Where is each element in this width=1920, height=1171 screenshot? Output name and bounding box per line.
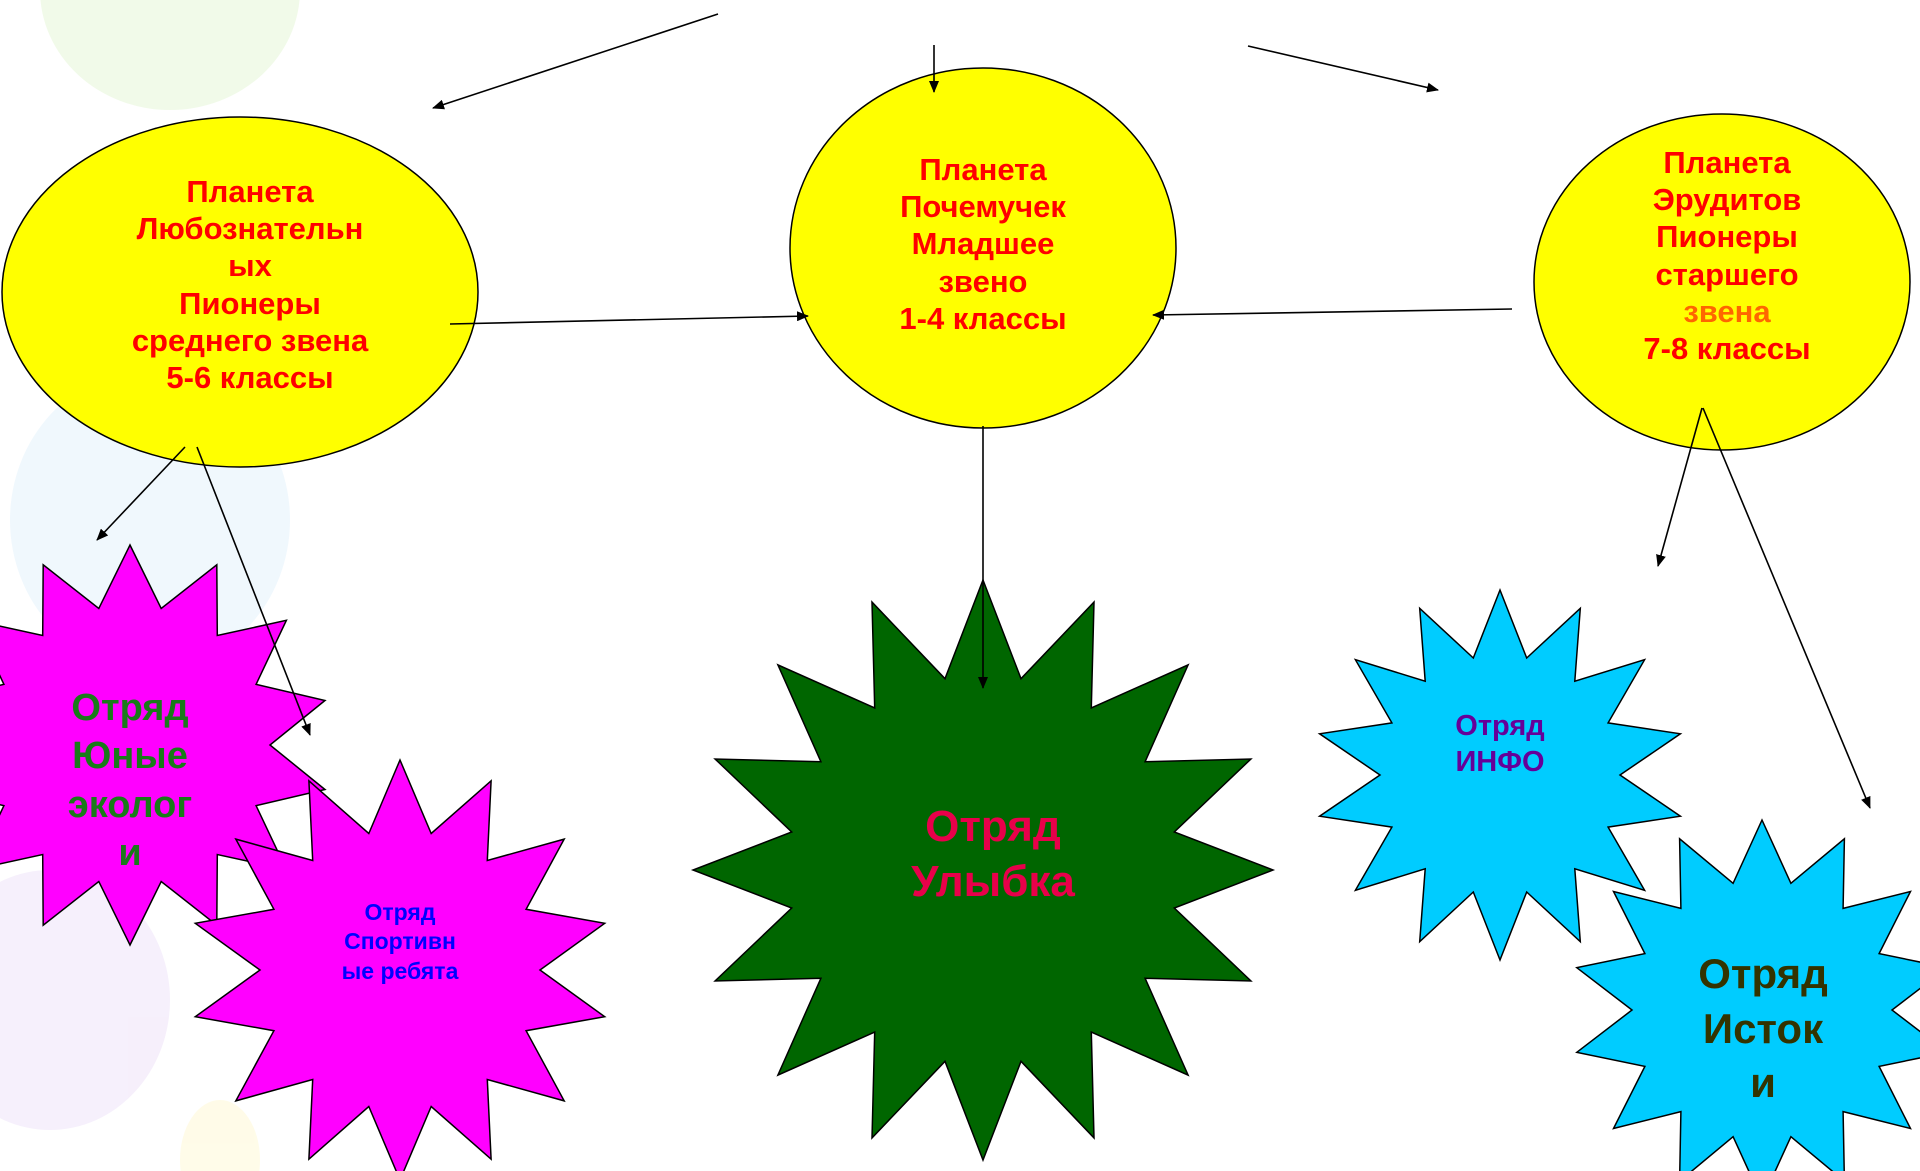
arrow-right-planet-to-center-planet bbox=[1152, 308, 1513, 320]
arrow-left-planet-to-sport bbox=[196, 446, 311, 736]
squad-info-star bbox=[1317, 587, 1683, 963]
arrow-top-to-right-planet bbox=[1247, 45, 1439, 93]
arrow-top-to-left-planet bbox=[432, 13, 719, 110]
squad-info-label: Отряд ИНФО bbox=[1455, 710, 1545, 779]
planet-left-label: Планета Любознательн ых Пионеры среднего… bbox=[131, 174, 369, 395]
squad-smile-star bbox=[690, 577, 1276, 1163]
balloon-green-top bbox=[40, 0, 300, 110]
planet-right-ellipse bbox=[1533, 113, 1911, 451]
balloon-yellow-bottom bbox=[180, 1100, 260, 1171]
squad-istoki-label: Отряд Исток и bbox=[1698, 950, 1828, 1107]
squad-sport-star bbox=[193, 758, 607, 1171]
planet-left-ellipse bbox=[1, 116, 479, 468]
squad-ecologists-label: Отряд Юные эколог и bbox=[67, 687, 193, 874]
squad-istoki-star bbox=[1575, 818, 1920, 1171]
arrow-right-planet-to-istoki bbox=[1702, 407, 1871, 809]
arrow-right-planet-to-info bbox=[1656, 407, 1703, 567]
squad-smile-label: Отряд Улыбка bbox=[911, 802, 1075, 906]
planet-center-label: Планета Почемучек Младшее звено 1-4 клас… bbox=[899, 152, 1067, 336]
planet-right-accent-line: звена bbox=[1683, 293, 1771, 329]
arrow-left-planet-to-ecologists bbox=[96, 446, 186, 541]
planet-right-label: Планета Эрудитов Пионеры старшего звена … bbox=[1557, 144, 1897, 367]
arrow-left-planet-to-center-planet bbox=[449, 311, 809, 325]
squad-sport-label: Отряд Спортивн ые ребята bbox=[341, 899, 459, 984]
